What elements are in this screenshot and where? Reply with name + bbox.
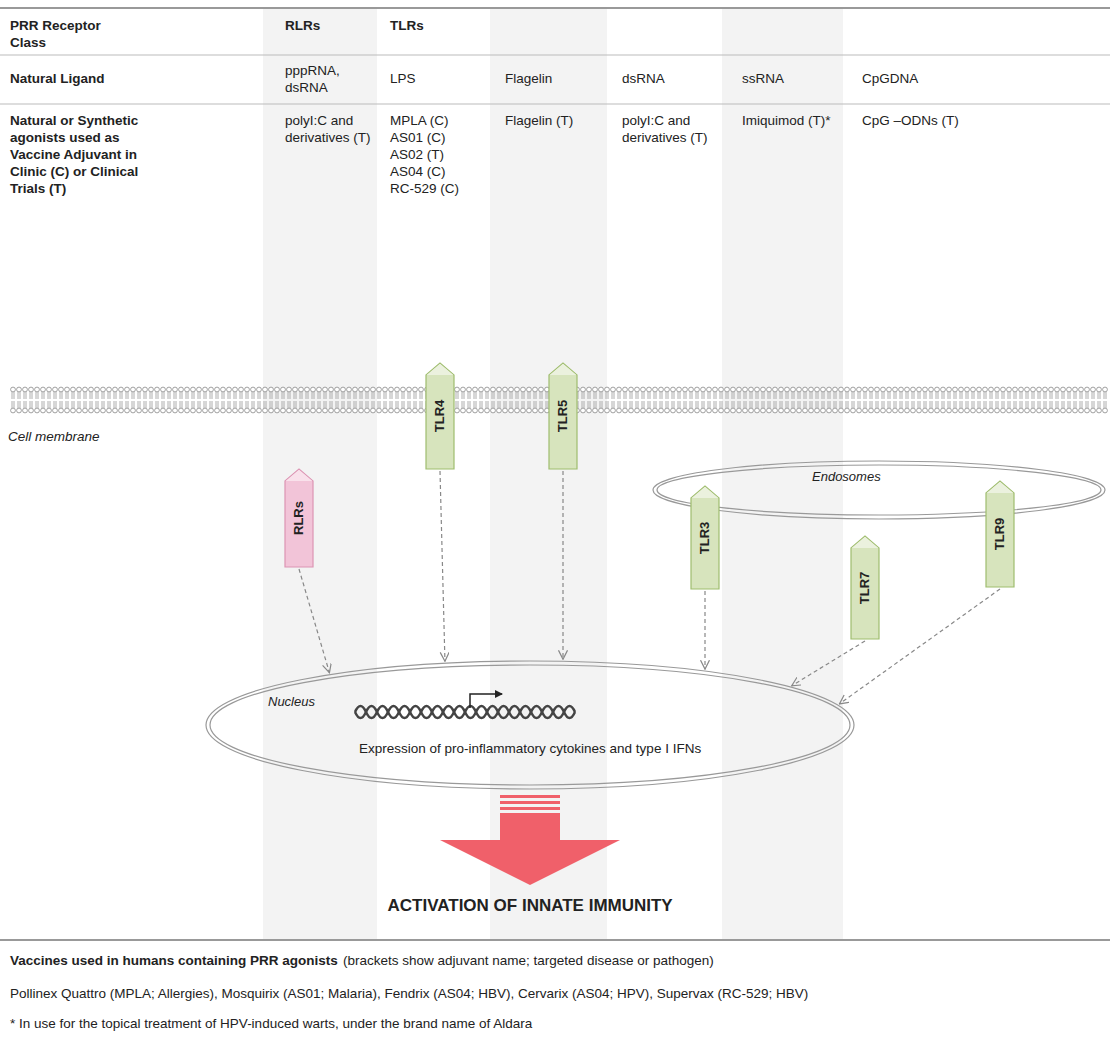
activation-arrow bbox=[440, 840, 620, 885]
table-header: RLRs bbox=[285, 17, 320, 34]
table-cell: Flagelin bbox=[505, 70, 552, 87]
table-rule bbox=[0, 55, 1110, 56]
table-header: Natural or Synthetic agonists used as Va… bbox=[10, 112, 170, 197]
dna-strand bbox=[355, 706, 575, 718]
table-header: Natural Ligand bbox=[10, 70, 105, 87]
table-cell: CpGDNA bbox=[862, 70, 918, 87]
footer-heading: (brackets show adjuvant name; targeted d… bbox=[343, 952, 714, 969]
receptor-name: TLR7 bbox=[857, 571, 873, 604]
table-cell: CpG –ODNs (T) bbox=[862, 112, 959, 129]
table-cell: polyI:C and derivatives (T) bbox=[622, 112, 722, 146]
compartment-outline bbox=[206, 661, 854, 789]
receptor-body bbox=[285, 469, 313, 567]
receptor-arrow: TLR3 bbox=[690, 485, 720, 590]
activation-arrow bbox=[500, 795, 560, 798]
endosome-ellipse: Endosomes bbox=[652, 460, 1106, 520]
activation-arrow bbox=[500, 813, 560, 841]
table-cell: AS01 (C) bbox=[390, 129, 446, 146]
outcome-label: ACTIVATION OF INNATE IMMUNITY bbox=[388, 895, 673, 916]
table-cell: dsRNA bbox=[622, 70, 665, 87]
process-text: Expression of pro-inflammatory cytokines… bbox=[359, 740, 701, 757]
receptor-head bbox=[427, 364, 454, 375]
receptor-arrow: TLR7 bbox=[850, 535, 880, 640]
receptor-arrow: TLR4 bbox=[425, 362, 455, 470]
receptor-body bbox=[426, 363, 454, 469]
receptor-head bbox=[286, 470, 313, 481]
compartment-label: Endosomes bbox=[812, 469, 881, 484]
receptor-name: TLR3 bbox=[697, 521, 713, 554]
compartment-outline bbox=[210, 665, 850, 785]
table-cell: ssRNA bbox=[742, 70, 784, 87]
table-rule bbox=[0, 104, 1110, 105]
table-rule bbox=[0, 939, 1110, 941]
signal-arrow bbox=[299, 569, 329, 673]
table-cell: RC-529 (C) bbox=[390, 180, 459, 197]
receptor-body bbox=[549, 363, 577, 469]
receptor-arrow: TLR5 bbox=[548, 362, 578, 470]
activation-arrow bbox=[500, 807, 560, 810]
column-band bbox=[490, 8, 607, 940]
table-cell: LPS bbox=[390, 70, 416, 87]
table-cell: MPLA (C) bbox=[390, 112, 449, 129]
receptor-head bbox=[852, 537, 879, 548]
table-header: TLRs bbox=[390, 17, 424, 34]
transcription-arrow bbox=[470, 694, 502, 708]
signal-arrow bbox=[562, 471, 563, 659]
receptor-arrow: RLRs bbox=[284, 468, 314, 568]
activation-arrow bbox=[500, 801, 560, 804]
column-band bbox=[263, 8, 377, 940]
receptor-name: TLR5 bbox=[555, 400, 571, 433]
table-cell: Flagelin (T) bbox=[505, 112, 573, 129]
receptor-head bbox=[987, 482, 1014, 493]
receptor-body bbox=[851, 536, 879, 639]
table-cell: AS02 (T) bbox=[390, 146, 444, 163]
table-header: PRR Receptor Class bbox=[10, 17, 140, 51]
compartment-label: Nucleus bbox=[268, 694, 315, 709]
table-cell: Imiquimod (T)* bbox=[742, 112, 831, 129]
compartment-outline bbox=[205, 660, 855, 790]
receptor-name: RLRs bbox=[291, 501, 307, 535]
signal-arrow bbox=[704, 591, 705, 669]
receptor-head bbox=[692, 487, 719, 498]
signal-arrow bbox=[440, 471, 445, 661]
footer-heading: Vaccines used in humans containing PRR a… bbox=[10, 952, 338, 969]
compartment-outline bbox=[657, 465, 1101, 515]
table-cell: AS04 (C) bbox=[390, 163, 446, 180]
receptor-arrow: TLR9 bbox=[985, 480, 1015, 588]
membrane-label: Cell membrane bbox=[8, 428, 100, 445]
receptor-name: TLR4 bbox=[432, 400, 448, 433]
dna-strand bbox=[355, 706, 575, 718]
receptor-name: TLR9 bbox=[992, 518, 1008, 551]
signal-arrow bbox=[792, 641, 865, 686]
footnote: * In use for the topical treatment of HP… bbox=[10, 1015, 1100, 1032]
table-rule bbox=[0, 7, 1110, 9]
nucleus-ellipse: NucleusExpression of pro-inflammatory cy… bbox=[205, 660, 855, 790]
receptor-body bbox=[691, 486, 719, 589]
table-cell: pppRNA, dsRNA bbox=[285, 62, 355, 96]
compartment-outline bbox=[653, 461, 1105, 519]
receptor-head bbox=[550, 364, 577, 375]
table-cell: polyI:C and derivatives (T) bbox=[285, 112, 385, 146]
receptor-body bbox=[986, 481, 1014, 587]
footer-text: Pollinex Quattro (MPLA; Allergies), Mosq… bbox=[10, 985, 1100, 1002]
